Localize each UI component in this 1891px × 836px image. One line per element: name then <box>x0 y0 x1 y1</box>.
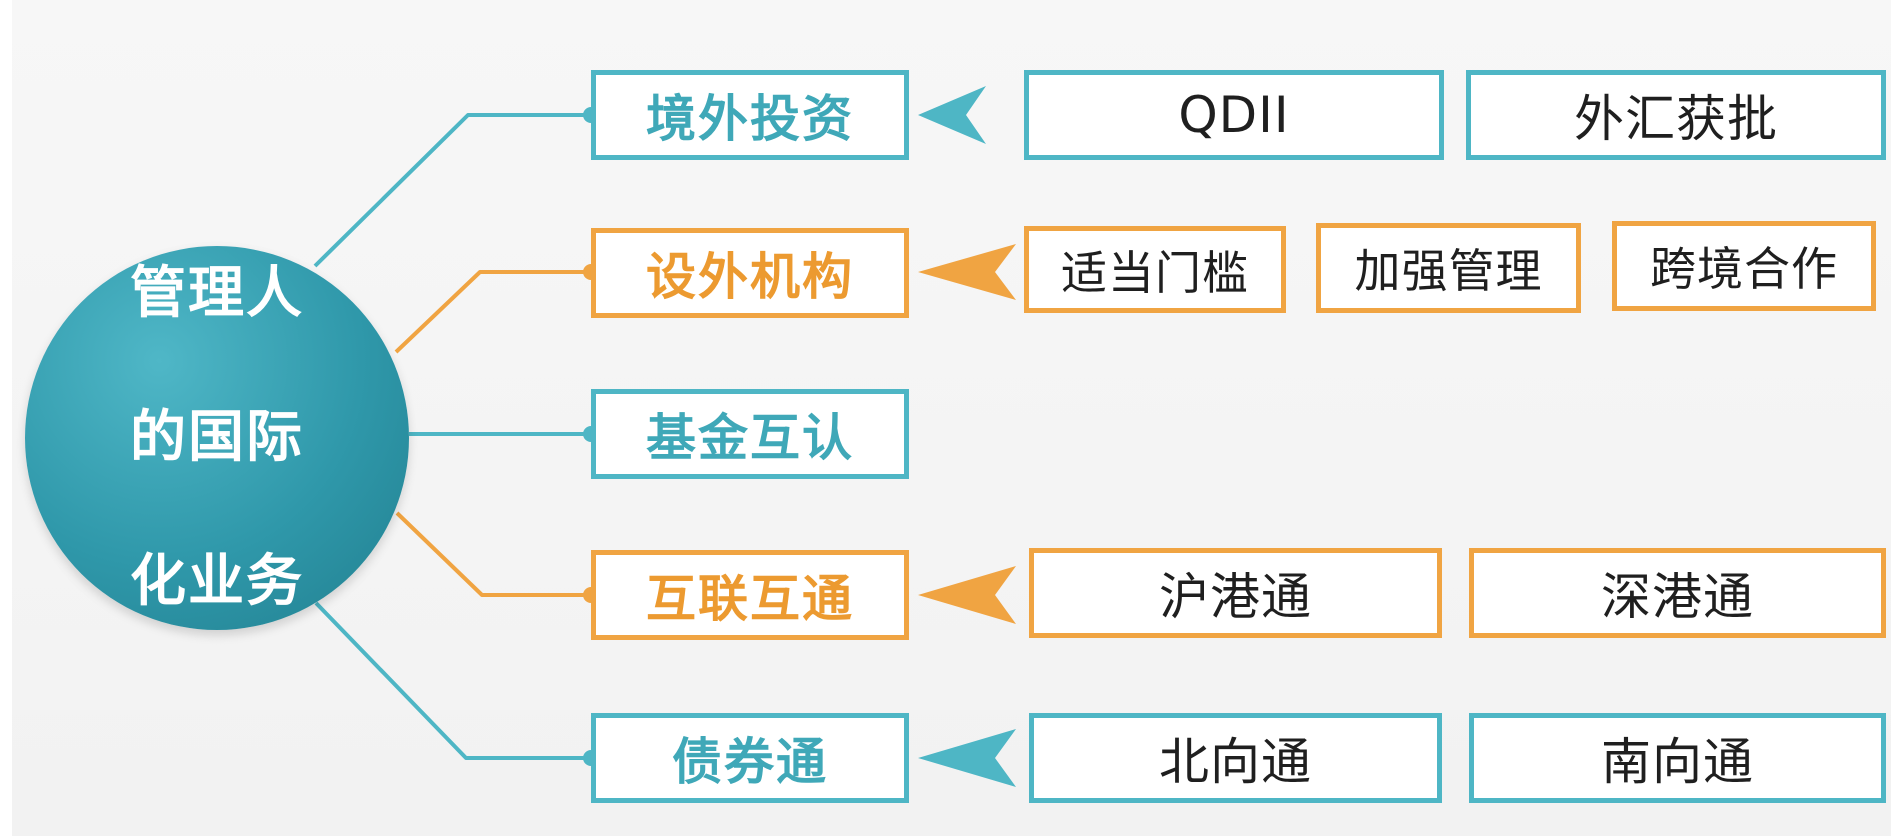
central-topic-text: 管理人 的国际 化业务 <box>107 186 327 690</box>
topic-bond-connect: 债券通 <box>591 713 909 803</box>
detail-shenzhen-hong-kong-connect: 深港通 <box>1469 548 1886 638</box>
arrow-overseas-investment <box>918 86 986 144</box>
detail-northbound-connect: 北向通 <box>1029 713 1442 803</box>
connector-overseas-investment <box>313 113 591 268</box>
detail-label-fx-approval: 外汇获批 <box>1574 90 1778 148</box>
central-topic-circle: 管理人 的国际 化业务 <box>25 246 409 630</box>
arrow-bond-connect <box>918 729 1016 787</box>
topic-label-bond-connect: 债券通 <box>672 733 828 791</box>
left-margin <box>0 0 12 836</box>
detail-label-shanghai-hong-kong-connect: 沪港通 <box>1159 568 1312 626</box>
detail-appropriate-threshold: 适当门槛 <box>1024 226 1286 313</box>
central-topic-line-3: 化业务 <box>130 549 304 614</box>
detail-label-shenzhen-hong-kong-connect: 深港通 <box>1601 568 1754 626</box>
detail-label-appropriate-threshold: 适当门槛 <box>1061 245 1249 300</box>
detail-cross-border-cooperation: 跨境合作 <box>1612 221 1876 311</box>
topic-connectivity: 互联互通 <box>591 550 909 640</box>
topic-foreign-institutions: 设外机构 <box>591 228 909 318</box>
detail-label-strengthen-management: 加强管理 <box>1354 244 1543 298</box>
connector-foreign-institutions <box>394 270 591 354</box>
topic-label-mutual-recognition: 基金互认 <box>646 409 854 467</box>
detail-fx-approval: 外汇获批 <box>1466 70 1886 160</box>
detail-label-cross-border-cooperation: 跨境合作 <box>1650 242 1838 296</box>
central-topic-line-1: 管理人 <box>130 261 304 326</box>
topic-label-foreign-institutions: 设外机构 <box>646 248 854 306</box>
connector-bond-connect <box>314 601 591 760</box>
arrow-foreign-institutions <box>918 244 1016 300</box>
topic-label-overseas-investment: 境外投资 <box>646 90 854 148</box>
topic-overseas-investment: 境外投资 <box>591 70 909 160</box>
detail-label-southbound-connect: 南向通 <box>1601 733 1754 791</box>
detail-qdii: QDII <box>1024 70 1444 160</box>
central-topic-line-2: 的国际 <box>130 405 304 470</box>
detail-label-qdii: QDII <box>1178 86 1290 144</box>
detail-strengthen-management: 加强管理 <box>1316 223 1581 313</box>
topic-label-connectivity: 互联互通 <box>646 570 854 628</box>
detail-label-northbound-connect: 北向通 <box>1159 733 1312 791</box>
connector-connectivity <box>395 511 591 597</box>
detail-shanghai-hong-kong-connect: 沪港通 <box>1029 548 1442 638</box>
arrow-connectivity <box>918 566 1016 624</box>
topic-mutual-recognition: 基金互认 <box>591 389 909 479</box>
detail-southbound-connect: 南向通 <box>1469 713 1886 803</box>
